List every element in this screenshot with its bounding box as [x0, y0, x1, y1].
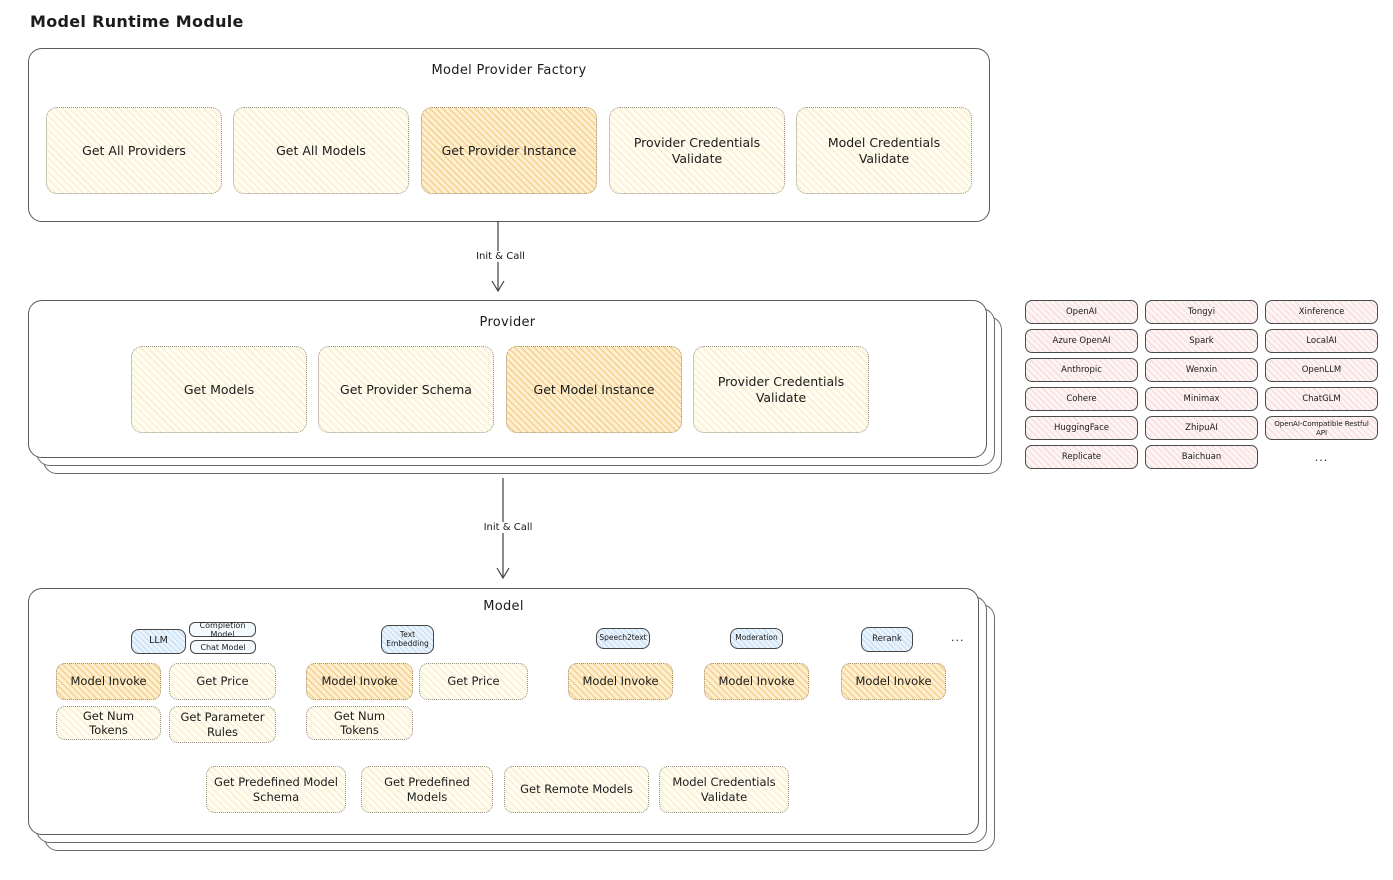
provider-item-openai-compatible: OpenAI-Compatible Restful API — [1265, 416, 1378, 440]
model-type-rerank: Rerank — [861, 627, 913, 652]
model-type-llm: LLM — [131, 629, 186, 654]
op-llm-get-price: Get Price — [169, 663, 276, 700]
factory-box-get-all-models: Get All Models — [233, 107, 409, 194]
provider-item-xinference: Xinference — [1265, 300, 1378, 324]
provider-item-chatglm: ChatGLM — [1265, 387, 1378, 411]
provider-item-openai: OpenAI — [1025, 300, 1138, 324]
model-type-completion-model: Completion Model — [189, 621, 256, 639]
provider-box-get-provider-schema: Get Provider Schema — [318, 346, 494, 433]
provider-item-cohere: Cohere — [1025, 387, 1138, 411]
provider-item-baichuan: Baichuan — [1145, 445, 1258, 469]
provider-item-spark: Spark — [1145, 329, 1258, 353]
op-llm-get-num-tokens: Get Num Tokens — [56, 706, 161, 740]
provider-item-openllm: OpenLLM — [1265, 358, 1378, 382]
op-embedding-get-num-tokens: Get Num Tokens — [306, 706, 413, 740]
model-title: Model — [483, 599, 524, 614]
op-llm-get-parameter-rules: Get Parameter Rules — [169, 706, 276, 743]
factory-title: Model Provider Factory — [431, 63, 587, 78]
op-embedding-model-invoke: Model Invoke — [306, 663, 413, 700]
provider-item-localai: LocalAI — [1265, 329, 1378, 353]
model-type-text-embedding: Text Embedding — [381, 625, 434, 654]
model-section: Model LLM Completion Model Chat Model Te… — [28, 588, 979, 835]
model-type-speech2text: Speech2text — [596, 628, 650, 649]
op-get-predefined-model-schema: Get Predefined Model Schema — [206, 766, 346, 813]
factory-box-provider-credentials-validate: Provider Credentials Validate — [609, 107, 785, 194]
provider-box-get-models: Get Models — [131, 346, 307, 433]
op-get-remote-models: Get Remote Models — [504, 766, 649, 813]
model-type-chat-model: Chat Model — [190, 640, 256, 654]
factory-box-get-all-providers: Get All Providers — [46, 107, 222, 194]
provider-box-get-model-instance: Get Model Instance — [506, 346, 682, 433]
provider-item-minimax: Minimax — [1145, 387, 1258, 411]
factory-box-model-credentials-validate: Model Credentials Validate — [796, 107, 972, 194]
provider-section: Provider Get Models Get Provider Schema … — [28, 300, 987, 458]
provider-box-provider-credentials-validate: Provider Credentials Validate — [693, 346, 869, 433]
factory-section: Model Provider Factory Get All Providers… — [28, 48, 990, 222]
op-llm-model-invoke: Model Invoke — [56, 663, 161, 700]
provider-item-wenxin: Wenxin — [1145, 358, 1258, 382]
provider-item-anthropic: Anthropic — [1025, 358, 1138, 382]
provider-item-zhipuai: ZhipuAI — [1145, 416, 1258, 440]
model-types-more: ... — [951, 631, 965, 644]
provider-item-huggingface: HuggingFace — [1025, 416, 1138, 440]
diagram-title: Model Runtime Module — [30, 12, 244, 31]
op-get-predefined-models: Get Predefined Models — [361, 766, 493, 813]
op-model-credentials-validate: Model Credentials Validate — [659, 766, 789, 813]
model-type-moderation: Moderation — [730, 628, 783, 649]
factory-box-get-provider-instance: Get Provider Instance — [421, 107, 597, 194]
op-rerank-model-invoke: Model Invoke — [841, 663, 946, 700]
provider-item-azure-openai: Azure OpenAI — [1025, 329, 1138, 353]
provider-list: OpenAI Tongyi Xinference Azure OpenAI Sp… — [1025, 300, 1378, 469]
provider-list-more: ... — [1314, 450, 1329, 464]
op-speech2text-model-invoke: Model Invoke — [568, 663, 673, 700]
arrow-label-init-call-2: Init & Call — [462, 522, 554, 533]
arrow-label-init-call-1: Init & Call — [455, 251, 546, 262]
provider-item-tongyi: Tongyi — [1145, 300, 1258, 324]
op-embedding-get-price: Get Price — [419, 663, 528, 700]
provider-title: Provider — [479, 315, 536, 330]
provider-item-replicate: Replicate — [1025, 445, 1138, 469]
op-moderation-model-invoke: Model Invoke — [704, 663, 809, 700]
